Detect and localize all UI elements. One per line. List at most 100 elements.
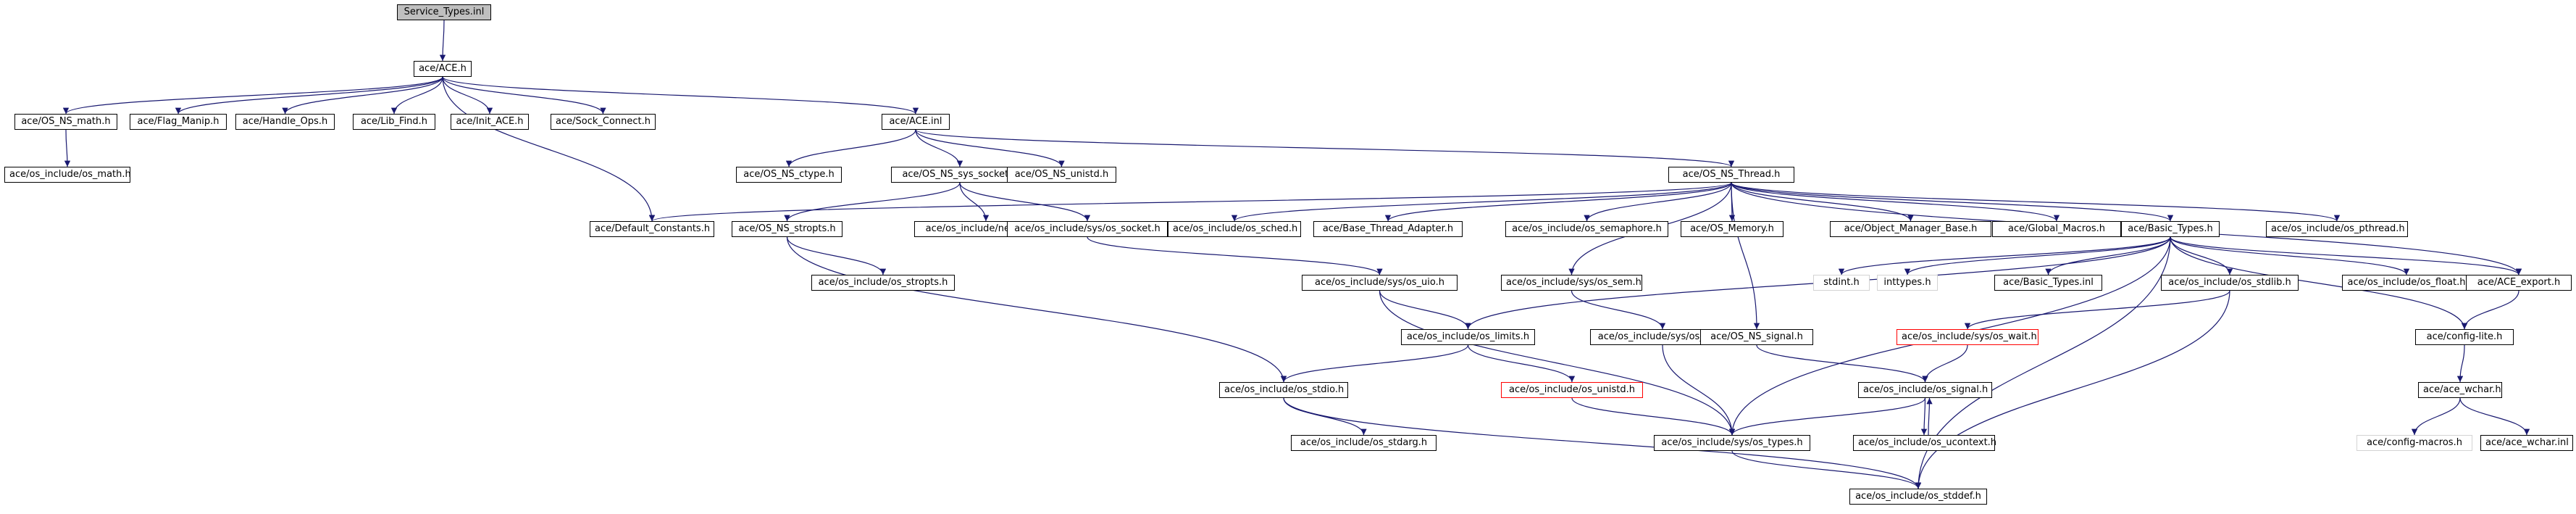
edge-os-signal-to-sys-os-types (1728, 397, 1926, 436)
graph-node-os-ns-stropts[interactable]: ace/OS_NS_stropts.h (732, 221, 842, 237)
graph-node-os-semaphore[interactable]: ace/os_include/os_semaphore.h (1505, 221, 1668, 237)
edge-ace-h-to-ace-inl (442, 76, 919, 115)
graph-node-os-memory[interactable]: ace/OS_Memory.h (1681, 221, 1783, 237)
edge-os-ns-sys-socket-to-net-os-if (959, 182, 990, 222)
graph-node-basic-types-inl[interactable]: ace/Basic_Types.inl (1994, 275, 2102, 291)
graph-node-config-macros[interactable]: ace/config-macros.h (2357, 435, 2472, 451)
graph-node-sys-os-uio[interactable]: ace/os_include/sys/os_uio.h (1302, 275, 1458, 291)
graph-node-sock-connect[interactable]: ace/Sock_Connect.h (551, 114, 656, 130)
edge-os-limits-to-os-stdio (1280, 344, 1469, 383)
edge-os-ns-thread-to-base-thread-adapter (1384, 182, 1732, 222)
graph-node-os-ns-unistd[interactable]: ace/OS_NS_unistd.h (1007, 167, 1116, 183)
graph-node-service-types-inl[interactable]: Service_Types.inl (397, 4, 491, 20)
graph-node-os-ns-math[interactable]: ace/OS_NS_math.h (14, 114, 117, 130)
graph-node-os-ns-thread[interactable]: ace/OS_NS_Thread.h (1668, 167, 1794, 183)
graph-node-stdint[interactable]: stdint.h (1813, 275, 1870, 291)
edge-os-unistd-to-sys-os-types (1571, 397, 1736, 436)
graph-node-os-ns-sys-socket[interactable]: ace/OS_NS_sys_socket.h (891, 167, 1029, 183)
graph-node-inttypes[interactable]: inttypes.h (1877, 275, 1938, 291)
graph-node-os-signal[interactable]: ace/os_include/os_signal.h (1858, 382, 1992, 398)
graph-node-os-unistd[interactable]: ace/os_include/os_unistd.h (1501, 382, 1643, 398)
edge-os-ns-thread-to-os-pthread (1731, 182, 2340, 222)
graph-node-handle-ops[interactable]: ace/Handle_Ops.h (235, 114, 335, 130)
edge-ace-wchar-h-to-ace-wchar-inl (2459, 397, 2530, 436)
edge-basic-types-to-os-float (2170, 236, 2410, 275)
edge-ace-h-to-default-constants (442, 76, 656, 222)
edge-os-stdlib-to-sys-os-wait (1964, 290, 2230, 330)
graph-node-ace-wchar-inl[interactable]: ace/ace_wchar.inl (2480, 435, 2573, 451)
edge-os-ns-thread-to-global-macros (1731, 182, 2060, 222)
edge-ace-wchar-h-to-config-macros (2411, 397, 2461, 436)
graph-node-sys-os-socket[interactable]: ace/os_include/sys/os_socket.h (1007, 221, 1168, 237)
edge-sys-os-ipc-to-sys-os-types (1662, 344, 1736, 436)
graph-node-global-macros[interactable]: ace/Global_Macros.h (1992, 221, 2121, 237)
graph-node-os-limits[interactable]: ace/os_include/os_limits.h (1401, 329, 1535, 345)
edge-basic-types-to-ace-export (2170, 236, 2522, 275)
graph-node-sys-os-wait[interactable]: ace/os_include/sys/os_wait.h (1897, 329, 2038, 345)
edge-sys-os-uio-to-os-limits (1379, 290, 1471, 330)
edge-ace-export-to-config-lite (2461, 290, 2519, 330)
graph-node-os-sched[interactable]: ace/os_include/os_sched.h (1168, 221, 1301, 237)
graph-node-os-stdio[interactable]: ace/os_include/os_stdio.h (1219, 382, 1348, 398)
edge-os-limits-to-os-unistd (1467, 344, 1576, 383)
graph-node-default-constants[interactable]: ace/Default_Constants.h (590, 221, 714, 237)
graph-node-os-pthread[interactable]: ace/os_include/os_pthread.h (2266, 221, 2408, 237)
edge-os-ns-signal-to-os-signal (1756, 344, 1928, 383)
edge-os-ns-stropts-to-os-stropts (786, 236, 887, 275)
edge-sys-os-uio-to-sys-os-types (1379, 290, 1736, 436)
edge-config-lite-to-ace-wchar-h (2456, 344, 2465, 383)
edge-ace-inl-to-os-ns-sys-socket (915, 129, 963, 167)
graph-node-os-stddef[interactable]: ace/os_include/os_stddef.h (1849, 489, 1987, 505)
edge-sys-os-wait-to-os-signal (1922, 344, 1968, 383)
graph-node-os-stropts[interactable]: ace/os_include/os_stropts.h (811, 275, 955, 291)
edge-basic-types-to-inttypes (1904, 236, 2171, 275)
edge-os-stdlib-to-os-stddef (1915, 290, 2230, 489)
graph-node-ace-h[interactable]: ace/ACE.h (414, 61, 472, 77)
graph-node-object-manager-base[interactable]: ace/Object_Manager_Base.h (1830, 221, 1991, 237)
edge-basic-types-to-os-stdlib (2170, 236, 2233, 275)
graph-node-ace-wchar-h[interactable]: ace/ace_wchar.h (2418, 382, 2502, 398)
graph-node-base-thread-adapter[interactable]: ace/Base_Thread_Adapter.h (1313, 221, 1463, 237)
graph-node-os-math[interactable]: ace/os_include/os_math.h (4, 167, 131, 183)
graph-node-sys-os-types[interactable]: ace/os_include/sys/os_types.h (1654, 435, 1810, 451)
graph-node-basic-types[interactable]: ace/Basic_Types.h (2121, 221, 2220, 237)
edge-os-ns-thread-to-os-sched (1231, 182, 1732, 222)
edge-ace-h-to-lib-find (390, 76, 443, 115)
graph-node-os-ns-ctype[interactable]: ace/OS_NS_ctype.h (736, 167, 842, 183)
edge-ace-h-to-init-ace (442, 76, 493, 115)
edge-ace-inl-to-os-ns-thread (915, 129, 1734, 167)
graph-node-os-stdlib[interactable]: ace/os_include/os_stdlib.h (2161, 275, 2299, 291)
graph-node-lib-find[interactable]: ace/Lib_Find.h (353, 114, 435, 130)
edge-ace-h-to-handle-ops (282, 76, 443, 115)
edge-os-stdio-to-os-stddef (1283, 397, 1922, 489)
graph-node-os-ns-signal[interactable]: ace/OS_NS_signal.h (1700, 329, 1813, 345)
edge-sys-os-sem-to-sys-os-ipc (1571, 290, 1666, 330)
graph-node-os-float[interactable]: ace/os_include/os_float.h (2342, 275, 2471, 291)
edge-os-ucontext-to-os-signal (1926, 397, 1933, 436)
graph-node-flag-manip[interactable]: ace/Flag_Manip.h (130, 114, 227, 130)
edge-os-ns-sys-socket-to-os-ns-stropts (784, 182, 961, 222)
edge-os-ns-stropts-to-os-stdio (786, 236, 1287, 383)
edge-basic-types-to-basic-types-inl (2045, 236, 2171, 275)
edge-os-ns-math-to-os-math (64, 129, 71, 167)
edge-service-types-inl-to-ace-h (439, 20, 446, 62)
edge-os-stdio-to-os-stdarg (1283, 397, 1367, 436)
graph-node-sys-os-sem[interactable]: ace/os_include/sys/os_sem.h (1501, 275, 1642, 291)
edge-os-ns-thread-to-basic-types (1731, 182, 2174, 222)
edge-os-ns-thread-to-default-constants (649, 182, 1732, 222)
graph-node-os-ucontext[interactable]: ace/os_include/os_ucontext.h (1853, 435, 1996, 451)
graph-node-ace-inl[interactable]: ace/ACE.inl (882, 114, 950, 130)
edge-basic-types-to-config-lite (2170, 236, 2468, 330)
graph-node-sys-os-ipc[interactable]: ace/os_include/sys/os_ipc.h (1590, 329, 1735, 345)
graph-node-os-stdarg[interactable]: ace/os_include/os_stdarg.h (1291, 435, 1437, 451)
edge-os-ns-thread-to-os-ns-signal (1731, 182, 1760, 330)
edge-sys-os-types-to-os-stddef (1731, 450, 1922, 489)
edge-os-ns-sys-socket-to-sys-os-socket (959, 182, 1091, 222)
graph-node-init-ace[interactable]: ace/Init_ACE.h (451, 114, 529, 130)
edge-os-signal-to-os-ucontext (1920, 397, 1928, 436)
graph-node-config-lite[interactable]: ace/config-lite.h (2415, 329, 2514, 345)
graph-node-ace-export[interactable]: ace/ACE_export.h (2466, 275, 2572, 291)
edge-ace-h-to-sock-connect (442, 76, 606, 115)
